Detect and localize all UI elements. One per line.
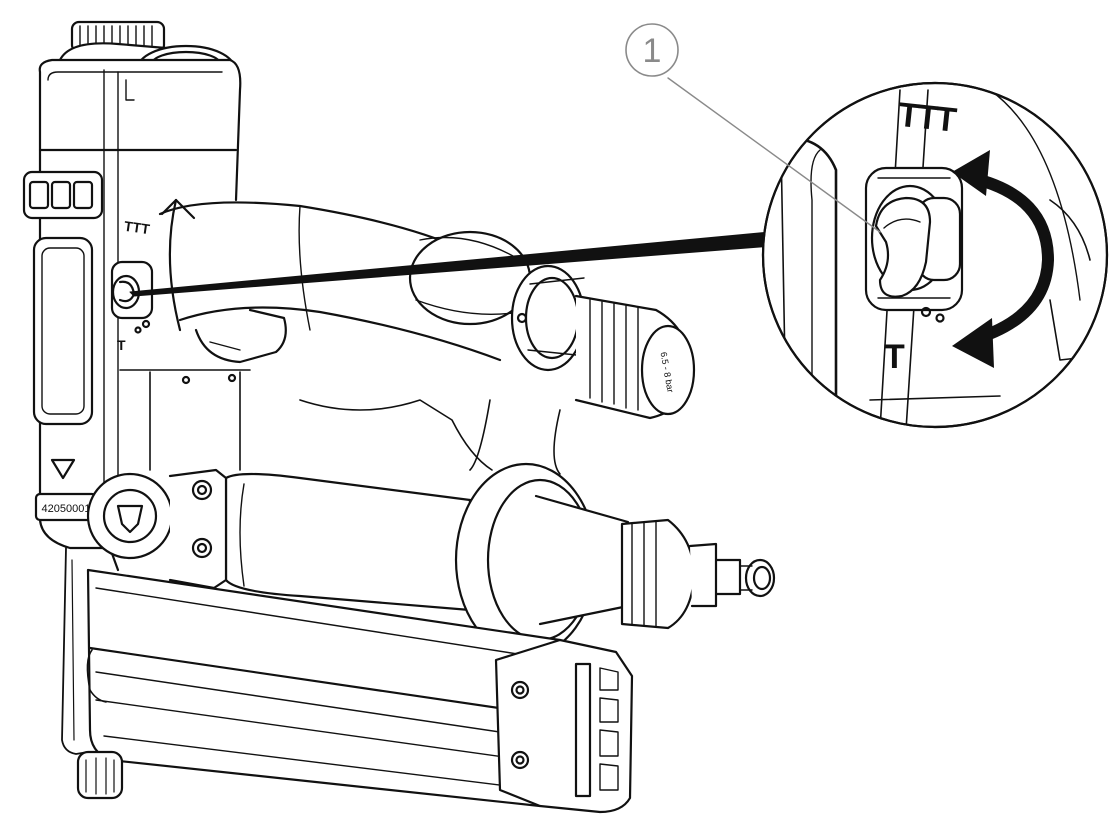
callout-number: 1 [643, 32, 662, 70]
air-regulator: 6.5 - 8 bar [408, 230, 696, 420]
depth-selector-small: TTT T [110, 218, 154, 353]
zoom-detail: TTT T [761, 81, 1109, 429]
nose-tip [61, 547, 124, 800]
callout-1: 1 [625, 23, 881, 233]
depth-mark-deep: TTT [896, 96, 958, 140]
depth-mark-deep-small: TTT [123, 218, 151, 237]
grip-window [32, 236, 94, 426]
rotation-arrow [966, 172, 1054, 346]
inlet-nut [620, 518, 696, 630]
serial-label: 42050001 [42, 503, 91, 515]
air-fitting [688, 542, 742, 608]
cylinder-body [224, 399, 493, 612]
depth-lever [874, 196, 932, 298]
shield-mark [116, 504, 144, 534]
trigger [194, 308, 287, 364]
magazine-end-plate [494, 638, 634, 814]
main-housing: 42050001 [22, 58, 242, 572]
rear-ring [454, 399, 776, 658]
depth-mark-shallow: T [884, 338, 905, 376]
side-cap [86, 468, 228, 590]
magazine [86, 568, 634, 814]
indicator-buttons [22, 170, 104, 220]
triangle-mark [50, 458, 76, 480]
depth-mark-shallow-small: T [117, 337, 126, 353]
